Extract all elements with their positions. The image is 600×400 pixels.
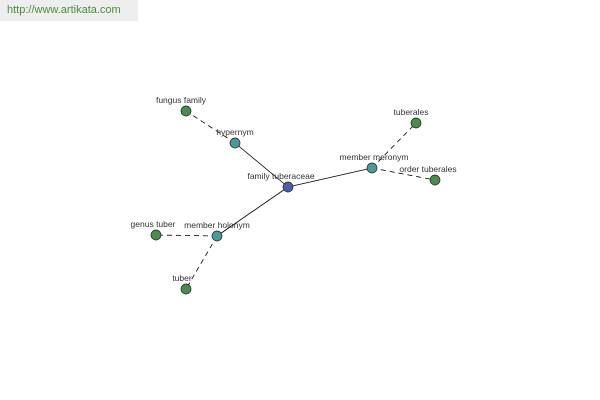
label-order-tuberales: order tuberales [399, 164, 456, 174]
node-tuberales[interactable] [410, 117, 422, 129]
node-genus-tuber[interactable] [150, 229, 162, 241]
edge-holonym-genus-tuber [155, 234, 218, 237]
label-genus-tuber: genus tuber [131, 219, 176, 229]
node-center[interactable] [282, 181, 294, 193]
edge-center-hypernym [234, 142, 289, 188]
edge-holonym-tuber [185, 235, 218, 290]
label-center: family tuberaceae [247, 171, 314, 181]
watermark-link[interactable]: http://www.artikata.com [7, 4, 121, 16]
edge-hypernym-fungus-family [185, 110, 236, 144]
label-fungus-family: fungus family [156, 95, 207, 105]
label-tuberales: tuberales [394, 107, 429, 117]
node-order-tuberales[interactable] [429, 174, 441, 186]
edge-center-member-holonym [216, 186, 289, 237]
edge-meronym-order-tuberales [371, 167, 436, 181]
edge-meronym-tuberales [371, 122, 417, 169]
node-fungus-family[interactable] [180, 105, 192, 117]
node-member-meronym[interactable] [366, 162, 378, 174]
watermark-banner: http://www.artikata.com [0, 0, 138, 21]
label-hypernym: hypernym [216, 127, 253, 137]
edge-center-member-meronym [287, 167, 373, 188]
label-member-meronym: member meronym [340, 152, 409, 162]
label-tuber: tuber [172, 273, 192, 283]
node-tuber[interactable] [180, 283, 192, 295]
node-member-holonym[interactable] [211, 230, 223, 242]
label-member-holonym: member holonym [184, 220, 250, 230]
node-hypernym[interactable] [229, 137, 241, 149]
